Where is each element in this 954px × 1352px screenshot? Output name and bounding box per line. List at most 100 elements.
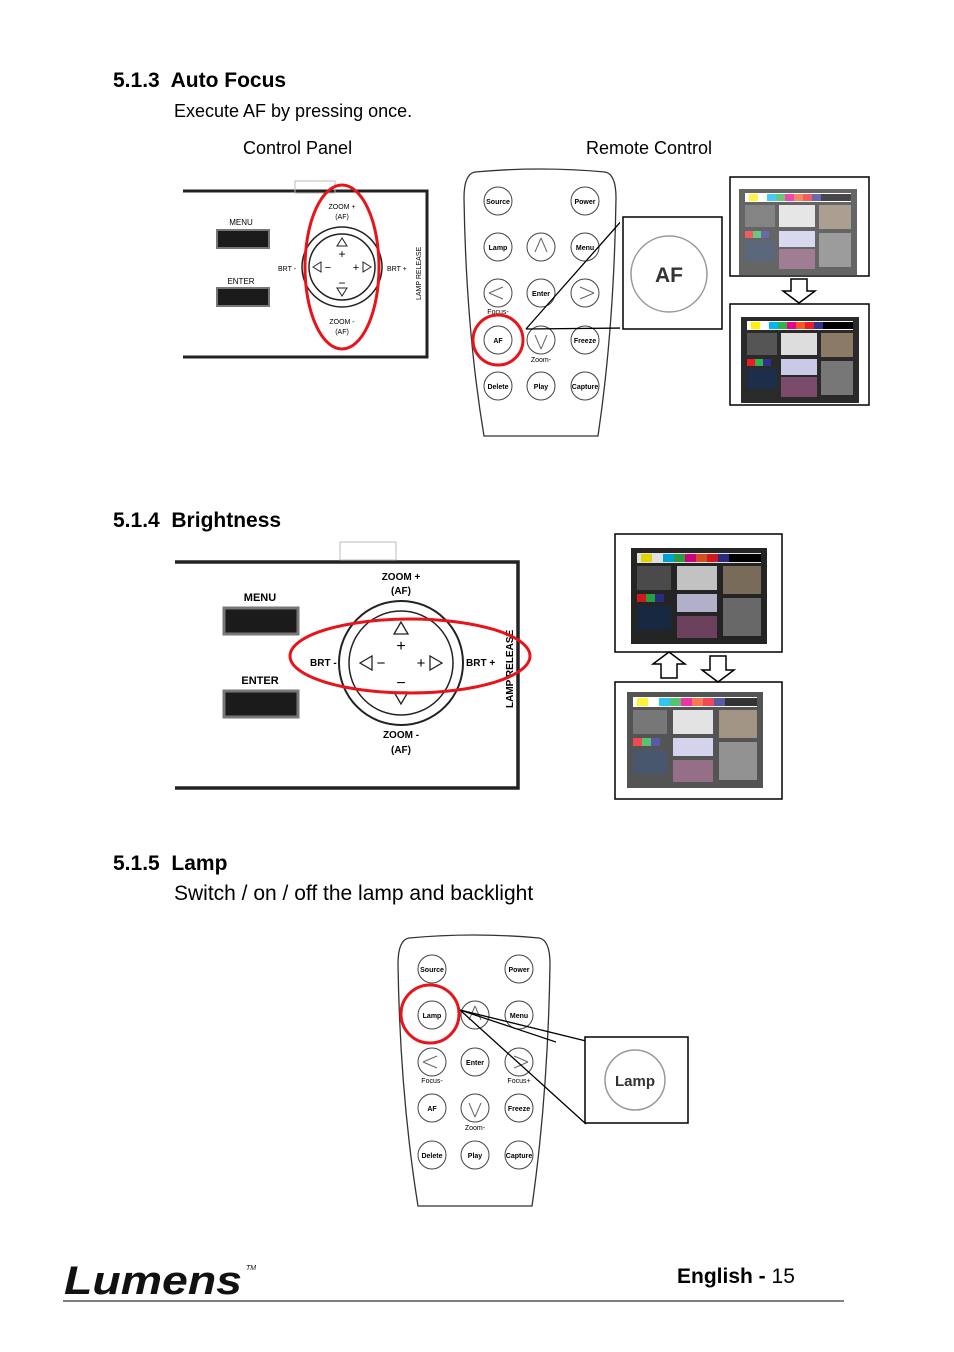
panel-menu-button[interactable]	[222, 606, 300, 636]
af-sample-images	[729, 176, 870, 406]
control-panel-af-figure: MENU ENTER ZOOM + (AF) ZOOM - (AF) BRT -…	[183, 180, 429, 359]
left-chevron-icon	[422, 1055, 438, 1069]
remote-right-button[interactable]	[570, 278, 600, 308]
panel-brt-minus-label: BRT -	[310, 658, 337, 669]
remote-control-af: Source Power Lamp Menu Enter Focus- AF Z…	[463, 168, 620, 437]
lumens-logo: Lumens TM	[64, 1259, 256, 1302]
remote-menu-label: Menu	[510, 1013, 528, 1020]
remote-enter-button[interactable]	[526, 278, 556, 308]
remote-delete-button[interactable]	[417, 1140, 447, 1170]
remote-up-button[interactable]	[526, 232, 556, 262]
remote-lamp-button[interactable]	[483, 232, 513, 262]
down-chevron-icon	[468, 1102, 482, 1118]
af-description: Execute AF by pressing once.	[174, 101, 413, 121]
panel-menu-button[interactable]	[216, 229, 270, 249]
remote-lamp-label: Lamp	[489, 245, 508, 252]
remote-capture-button[interactable]	[504, 1140, 534, 1170]
panel-enter-button[interactable]	[222, 689, 300, 719]
remote-left-button[interactable]	[417, 1047, 447, 1077]
remote-play-button[interactable]	[526, 371, 556, 401]
section-number: 5.1.3	[113, 69, 160, 92]
panel-enter-label: ENTER	[241, 675, 278, 687]
section-number: 5.1.5	[113, 852, 160, 875]
remote-power-button[interactable]	[504, 954, 534, 984]
remote-play-label: Play	[534, 384, 549, 391]
panel-af-label-2: (AF)	[391, 745, 411, 756]
panel-nav-pad[interactable]	[348, 610, 454, 716]
remote-freeze-button[interactable]	[570, 325, 600, 355]
panel-af-label: (AF)	[391, 586, 411, 597]
remote-delete-button[interactable]	[483, 371, 513, 401]
remote-left-button[interactable]	[483, 278, 513, 308]
lamp-remote-highlight	[399, 983, 461, 1045]
af-remote-highlight	[471, 313, 525, 367]
control-panel-label: Control Panel	[243, 138, 353, 158]
section-number: 5.1.4	[113, 509, 160, 532]
remote-down-button[interactable]	[526, 325, 556, 355]
section-heading-af: 5.1.3 Auto Focus	[113, 69, 286, 93]
remote-control-lamp: Source Power Lamp Menu Enter Focus- Focu…	[397, 934, 556, 1207]
control-panel-brightness-figure: MENU ENTER ZOOM + (AF) ZOOM - (AF) BRT -…	[175, 541, 532, 790]
remote-freeze-label: Freeze	[508, 1106, 530, 1113]
left-arrow-icon	[358, 654, 373, 672]
right-arrow-icon	[429, 654, 444, 672]
down-arrow-icon	[699, 655, 737, 683]
remote-play-button[interactable]	[460, 1140, 490, 1170]
remote-delete-label: Delete	[421, 1153, 442, 1160]
panel-lamp-release-label: LAMP RELEASE	[505, 630, 516, 708]
svg-text:−: −	[377, 655, 386, 672]
svg-text:+: +	[353, 262, 359, 274]
remote-source-button[interactable]	[483, 186, 513, 216]
remote-source-button[interactable]	[417, 954, 447, 984]
remote-freeze-button[interactable]	[504, 1093, 534, 1123]
af-callout-label: AF	[655, 264, 683, 287]
brightness-highlight-ellipse	[288, 617, 532, 695]
panel-zoom-minus-label: ZOOM -	[383, 730, 419, 741]
svg-text:−: −	[396, 675, 405, 692]
up-arrow-icon	[336, 237, 348, 247]
section-heading-lamp: 5.1.5 Lamp	[113, 852, 227, 876]
panel-lamp-release-label: LAMP RELEASE	[416, 246, 423, 300]
up-arrow-icon	[392, 620, 410, 635]
af-callout-button-icon	[630, 235, 708, 313]
lamp-description: Switch / on / off the lamp and backlight	[174, 882, 534, 905]
remote-lamp-label: Lamp	[423, 1013, 442, 1020]
svg-text:+: +	[396, 638, 405, 655]
remote-focus-minus-label: Focus-	[421, 1078, 443, 1085]
panel-enter-button[interactable]	[216, 287, 270, 307]
remote-capture-button[interactable]	[570, 371, 600, 401]
panel-zoom-minus-label: ZOOM -	[329, 319, 355, 326]
lamp-callout-label: Lamp	[615, 1073, 655, 1090]
left-arrow-icon	[312, 261, 322, 273]
left-chevron-icon	[488, 286, 504, 300]
remote-play-label: Play	[468, 1153, 483, 1160]
remote-down-button[interactable]	[460, 1093, 490, 1123]
remote-enter-button[interactable]	[460, 1047, 490, 1077]
remote-source-label: Source	[420, 967, 444, 974]
lamp-callout-button-icon	[604, 1049, 666, 1111]
lamp-callout-lines	[459, 1009, 587, 1125]
section-title: Auto Focus	[170, 69, 287, 92]
remote-capture-label: Capture	[506, 1153, 533, 1160]
remote-af-label: AF	[427, 1106, 437, 1113]
up-chevron-icon	[534, 237, 548, 253]
remote-power-button[interactable]	[570, 186, 600, 216]
panel-zoom-plus-label: ZOOM +	[382, 572, 421, 583]
down-arrow-icon	[780, 278, 818, 304]
svg-text:+: +	[417, 655, 426, 672]
remote-zoom-minus-label: Zoom-	[531, 357, 552, 364]
remote-lamp-button[interactable]	[417, 1000, 447, 1030]
panel-nav-pad[interactable]	[308, 233, 376, 301]
section-title: Brightness	[171, 509, 282, 532]
panel-zoom-plus-label: ZOOM +	[328, 204, 355, 211]
remote-af-label: AF	[493, 338, 503, 345]
right-chevron-icon	[579, 286, 595, 300]
remote-af-button[interactable]	[417, 1093, 447, 1123]
remote-power-label: Power	[574, 199, 595, 206]
down-chevron-icon	[534, 334, 548, 350]
remote-menu-label: Menu	[576, 245, 594, 252]
remote-source-label: Source	[486, 199, 510, 206]
logo-trademark: TM	[246, 1265, 256, 1272]
panel-af-label: (AF)	[335, 214, 349, 221]
remote-af-button[interactable]	[483, 325, 513, 355]
